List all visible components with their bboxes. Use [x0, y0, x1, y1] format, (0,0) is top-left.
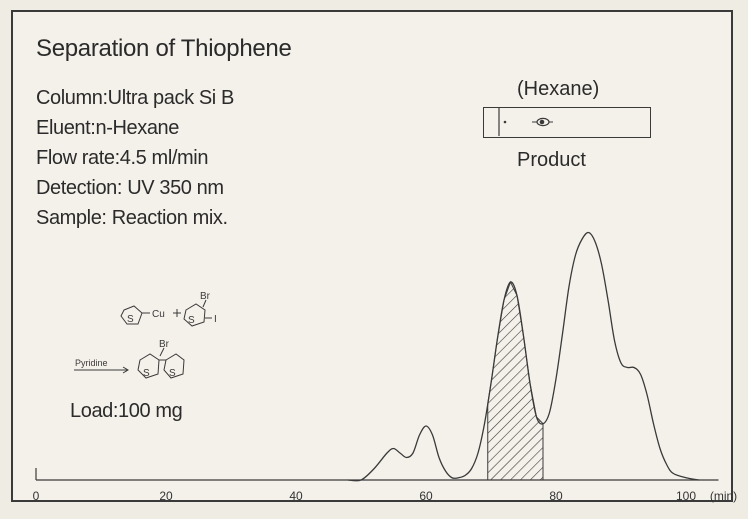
- figure-frame: [11, 10, 733, 502]
- sample-info: Sample: Reaction mix.: [36, 207, 228, 229]
- bond-br-product: [159, 347, 165, 357]
- thiophene-ring-1: [120, 305, 143, 325]
- x-tick-label: 80: [549, 489, 563, 503]
- reaction-arrowhead: [122, 366, 129, 374]
- x-tick-label: 0: [33, 489, 40, 503]
- bithiophene-ring-1: [137, 353, 160, 379]
- tlc-product-label: Product: [517, 149, 586, 171]
- bond-br: [202, 299, 207, 308]
- x-tick-label: 40: [289, 489, 303, 503]
- thiophene-ring-2: [183, 303, 206, 327]
- label-i: I: [214, 314, 217, 325]
- label-s-4: S: [169, 368, 176, 379]
- reaction-scheme: S Cu S Br I Pyridine S Br S: [74, 291, 217, 379]
- tlc-spot-core: [539, 119, 544, 124]
- sample-load-label: Load:100 mg: [70, 400, 183, 422]
- tlc-origin-dot: [503, 120, 506, 123]
- tlc-eluent-label: (Hexane): [517, 78, 600, 100]
- label-s-2: S: [188, 315, 195, 326]
- flow-rate-info: Flow rate:4.5 ml/min: [36, 147, 209, 169]
- chromatogram-trace: [347, 231, 700, 482]
- label-br-2: Br: [159, 339, 170, 350]
- detection-info: Detection: UV 350 nm: [36, 177, 224, 199]
- tlc-plate: [483, 107, 651, 138]
- label-br-1: Br: [200, 291, 211, 302]
- x-tick-label: 100: [676, 489, 696, 503]
- eluent-info: Eluent:n-Hexane: [36, 117, 179, 139]
- label-s-3: S: [143, 368, 150, 379]
- column-info: Column:Ultra pack Si B: [36, 87, 234, 109]
- label-solvent: Pyridine: [75, 358, 108, 368]
- shaded-product-fraction: [487, 280, 544, 481]
- chart-title: Separation of Thiophene: [36, 35, 292, 62]
- label-s-1: S: [127, 314, 134, 325]
- x-unit-label: (min): [710, 489, 737, 503]
- x-tick-label: 20: [159, 489, 173, 503]
- bithiophene-ring-2: [163, 353, 185, 379]
- label-cu: Cu: [152, 309, 165, 320]
- x-tick-label: 60: [419, 489, 433, 503]
